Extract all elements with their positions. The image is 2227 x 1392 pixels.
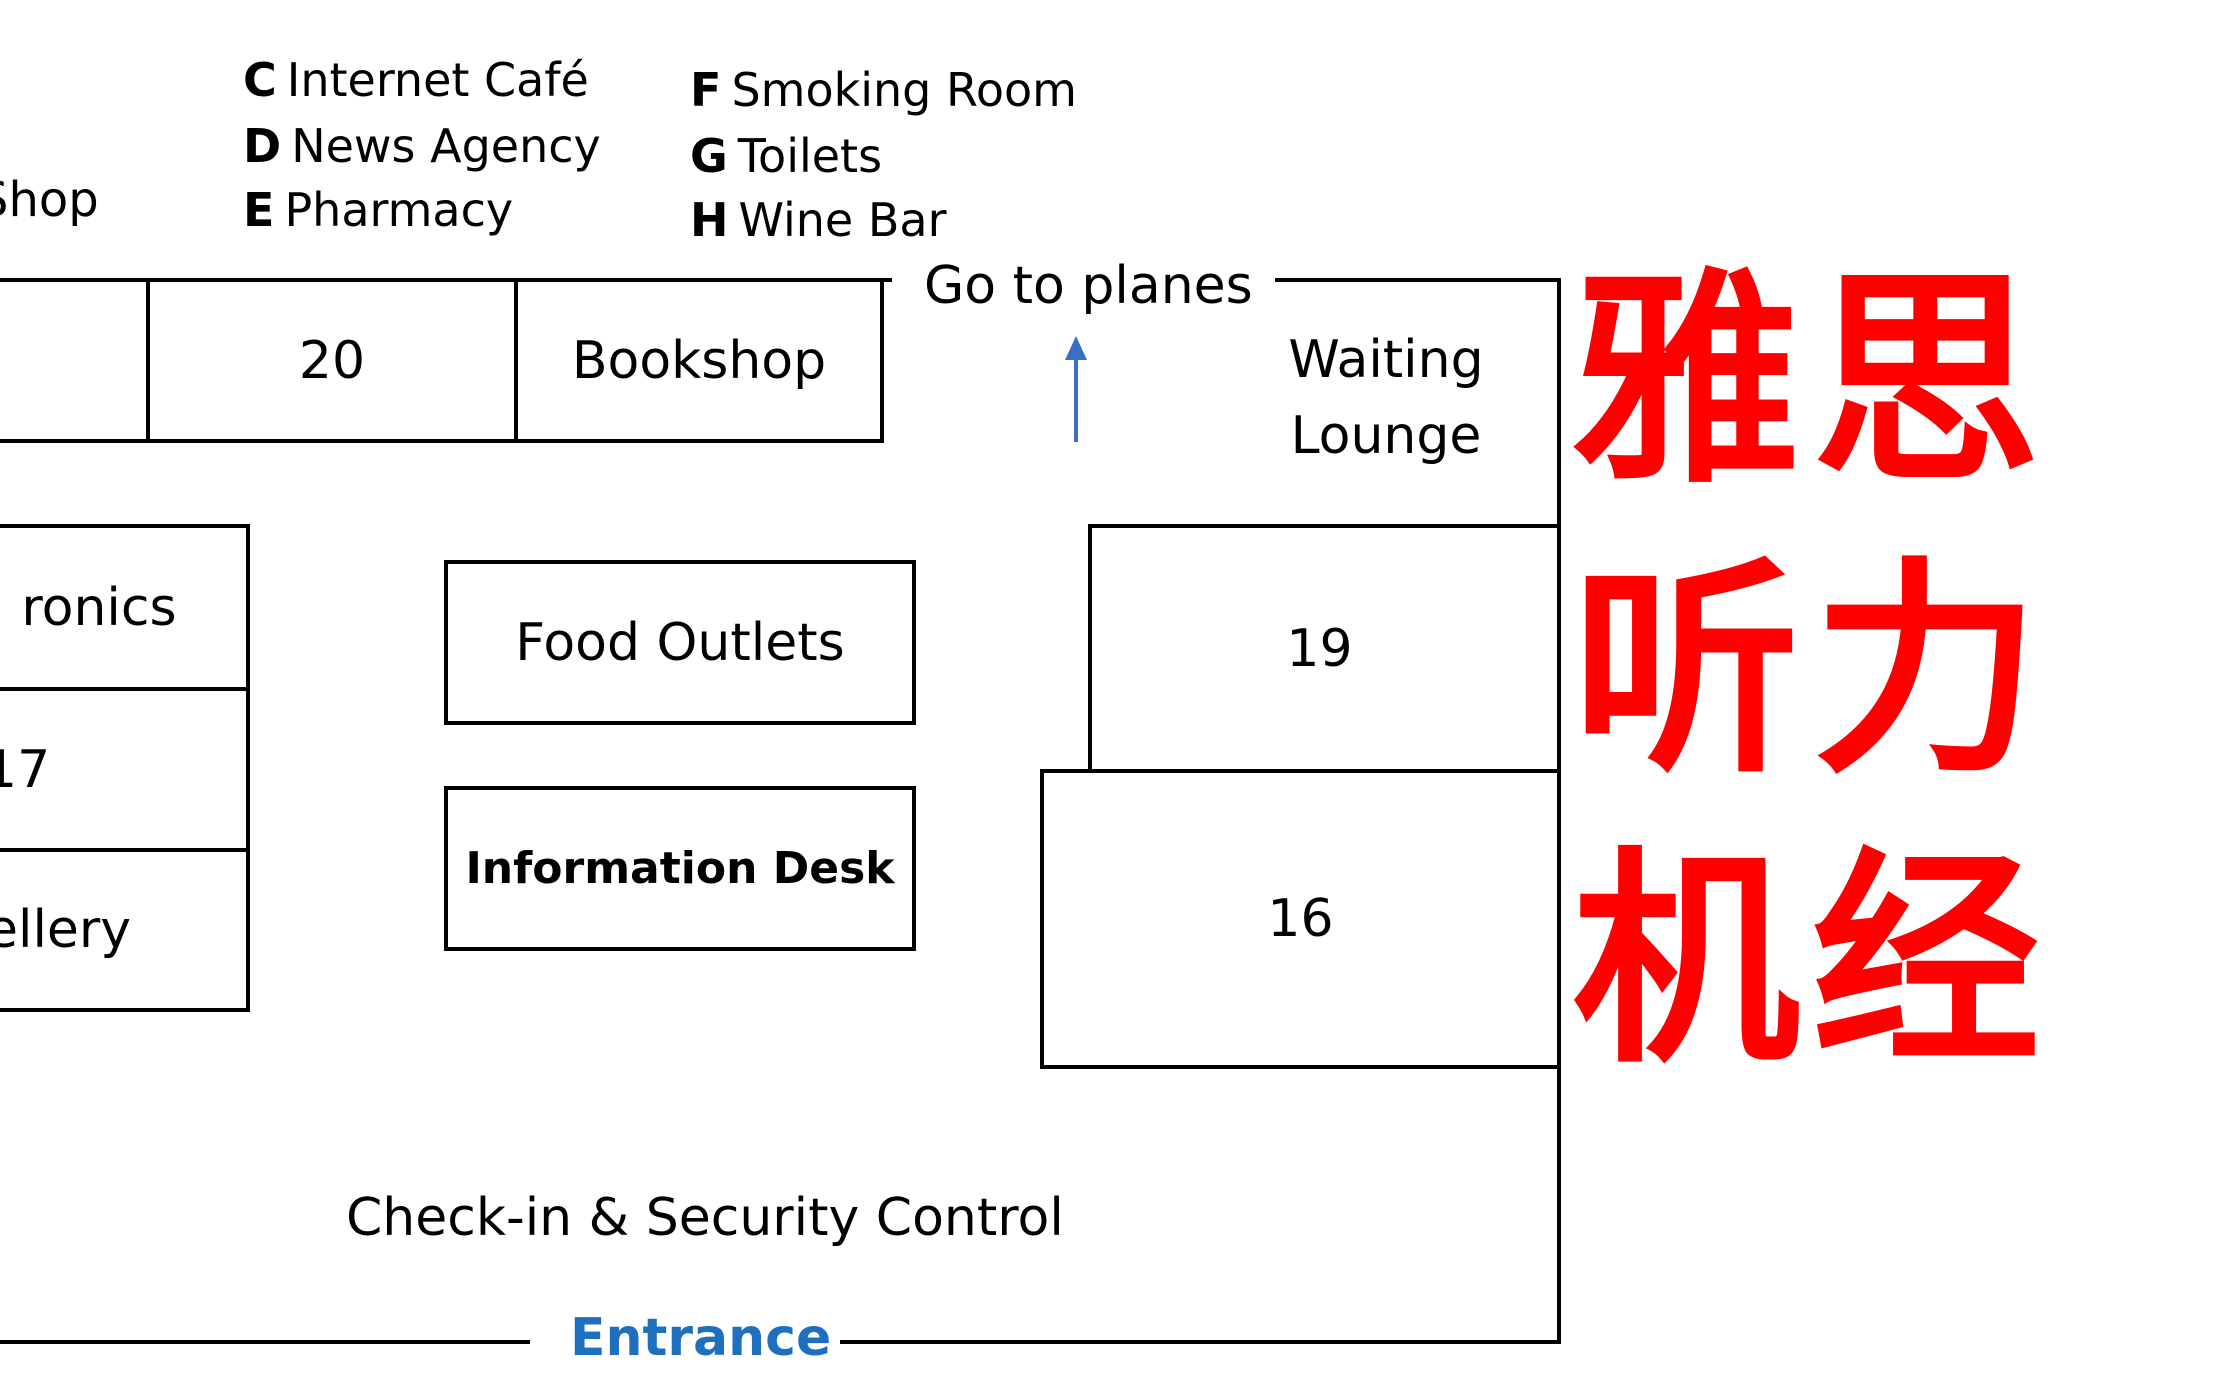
entrance-label: Entrance: [570, 1308, 832, 1368]
jewellery-shop: ellery: [0, 848, 250, 1012]
waiting-lounge-line2: Lounge: [1290, 406, 1482, 466]
top-boundary-stub: [880, 278, 892, 282]
legend-text: Toilets: [737, 129, 883, 183]
bottom-boundary-left: [0, 1340, 530, 1344]
legend-letter: C: [243, 53, 277, 107]
shop-20: 20: [146, 278, 518, 443]
partial-shop-label: Shop: [0, 172, 99, 228]
shop-17: 17: [0, 687, 250, 852]
electronics-shop: ronics: [0, 524, 250, 691]
up-arrow-icon: [1065, 336, 1087, 442]
checkin-security-label: Check-in & Security Control: [346, 1188, 1064, 1248]
food-outlets-label: Food Outlets: [515, 612, 845, 673]
legend-letter: G: [690, 129, 728, 183]
legend-text: Wine Bar: [738, 193, 947, 247]
legend-letter: H: [690, 193, 729, 247]
legend-text: News Agency: [291, 119, 601, 173]
electronics-label: ronics: [21, 577, 177, 638]
information-desk: Information Desk: [444, 786, 916, 951]
waiting-lounge-line1: Waiting: [1288, 330, 1484, 390]
watermark-line-1: 雅思: [1572, 248, 2052, 514]
information-desk-label: Information Desk: [465, 843, 895, 894]
top-left-box-top-edge: [0, 278, 148, 282]
legend-text: Pharmacy: [284, 183, 514, 237]
shop-19-label: 19: [1286, 618, 1353, 679]
shop-19: 19: [1088, 524, 1561, 773]
shop-17-label: 17: [0, 739, 51, 800]
shop-16-label: 16: [1267, 889, 1334, 949]
top-left-box-bottom-edge: [0, 439, 148, 443]
legend-letter: D: [243, 119, 282, 173]
watermark-line-3: 机经: [1572, 828, 2052, 1094]
shop-20-label: 20: [298, 330, 366, 391]
bottom-boundary-right: [840, 1340, 1561, 1344]
legend-letter: E: [243, 183, 275, 237]
watermark-line-2: 听力: [1572, 538, 2052, 804]
go-to-planes-label: Go to planes: [924, 256, 1253, 316]
legend-text: Internet Café: [286, 53, 589, 107]
bookshop-label: Bookshop: [571, 330, 827, 391]
jewellery-label: ellery: [0, 900, 132, 960]
legend-letter: F: [690, 63, 722, 117]
top-boundary-right: [1275, 278, 1561, 282]
food-outlets: Food Outlets: [444, 560, 916, 725]
waiting-lounge-label: Waiting Lounge: [1256, 322, 1516, 474]
bookshop: Bookshop: [514, 278, 884, 443]
legend-text: Smoking Room: [731, 63, 1077, 117]
shop-16: 16: [1040, 769, 1561, 1069]
